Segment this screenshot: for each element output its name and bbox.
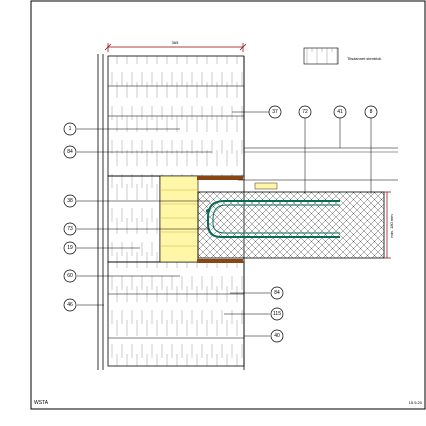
footer-right-text: 15.9.20	[409, 400, 423, 405]
callout-8-label: 8	[370, 109, 373, 115]
callout-73: 73	[63, 222, 77, 236]
footer-left-text: WSTA	[34, 400, 49, 406]
bearing-strip-top	[197, 176, 243, 180]
callout-1: 1	[63, 122, 77, 136]
floor-slab	[197, 191, 385, 259]
dimension-top-label: 365	[172, 40, 179, 45]
top-dimension: 365	[104, 40, 247, 52]
masonry-middle-left	[107, 175, 161, 263]
insulation-block	[159, 175, 199, 263]
bearing-strip-bottom	[197, 259, 243, 263]
callout-46: 46	[63, 298, 77, 312]
callout-72: 72	[298, 105, 312, 119]
callout-84-upper-label: 84	[67, 149, 73, 155]
callout-37: 37	[268, 105, 282, 119]
callout-41-label: 41	[337, 109, 343, 115]
callout-115: 115	[270, 307, 284, 321]
callout-40: 40	[270, 329, 284, 343]
callout-19: 19	[63, 241, 77, 255]
legend: Tilsdannet stenblok	[303, 47, 381, 65]
slab-dimension: min. 180 mm	[383, 191, 394, 259]
callout-84-lower-label: 84	[274, 290, 280, 296]
callout-60: 60	[63, 269, 77, 283]
masonry-lower	[107, 261, 245, 367]
callout-38-label: 38	[67, 198, 73, 204]
callout-41: 41	[333, 105, 347, 119]
legend-text: Tilsdannet stenblok	[347, 56, 381, 61]
callout-84-lower: 84	[270, 286, 284, 300]
callout-19-label: 19	[67, 245, 73, 251]
callout-115-label: 115	[273, 311, 281, 317]
callout-73-label: 73	[67, 226, 73, 232]
floor-screed-lines	[238, 147, 398, 190]
callout-37-label: 37	[272, 109, 278, 115]
callout-40-label: 40	[274, 333, 280, 339]
callout-1-label: 1	[69, 126, 72, 132]
callout-84-upper: 84	[63, 145, 77, 159]
dimension-slab-label: min. 180 mm	[389, 214, 394, 238]
callout-72-label: 72	[302, 109, 308, 115]
callout-8: 8	[364, 105, 378, 119]
callout-46-label: 46	[67, 302, 73, 308]
drawing-frame	[30, 0, 426, 410]
callout-60-label: 60	[67, 273, 73, 279]
callout-38: 38	[63, 194, 77, 208]
wall-left-lines	[97, 54, 104, 370]
reinforcement-bars	[206, 200, 340, 238]
leader-lines	[77, 111, 372, 337]
